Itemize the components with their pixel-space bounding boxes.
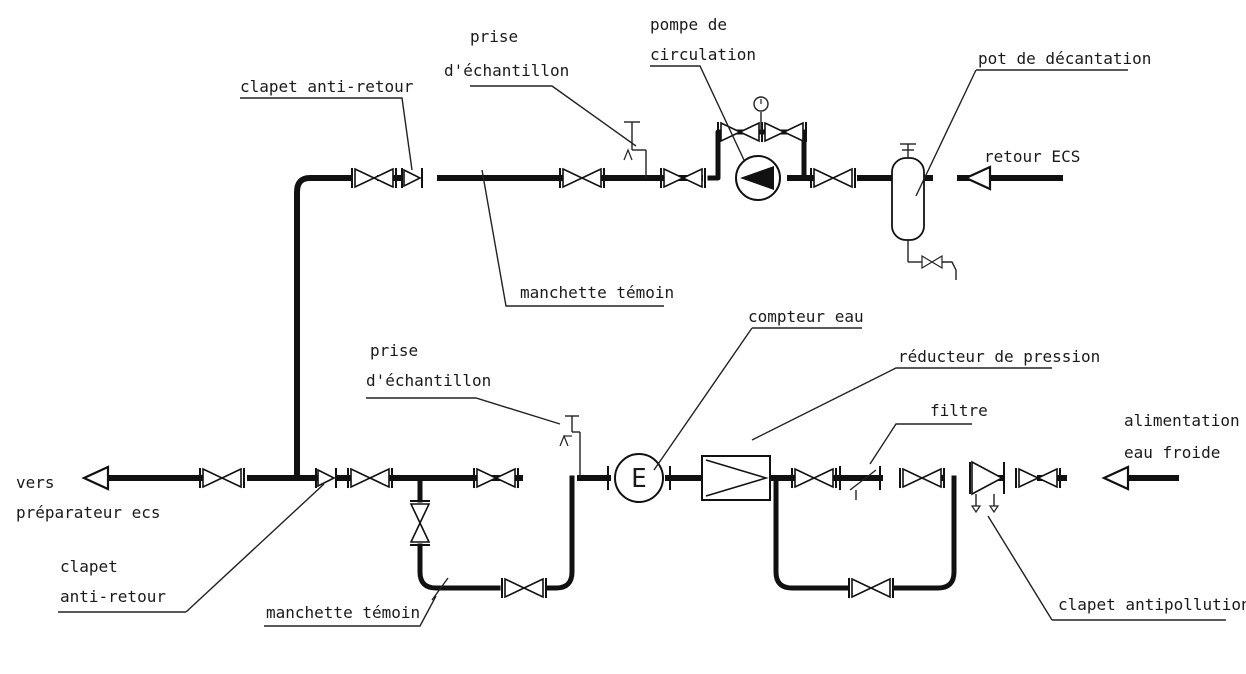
check-valve-bottom xyxy=(315,467,337,489)
filter-icon xyxy=(839,466,881,500)
retour-arrow-icon xyxy=(963,165,992,191)
valve-top-4 xyxy=(810,167,856,189)
return-circuit xyxy=(294,96,1063,481)
valve-bottom-1 xyxy=(347,467,393,489)
label-prise-bottom-2: d'échantillon xyxy=(366,371,491,390)
valve-bottom-3 xyxy=(791,467,837,489)
return-pipe-main xyxy=(294,175,1063,481)
meter-letter: E xyxy=(631,464,647,494)
label-vers-2: préparateur ecs xyxy=(16,503,161,522)
label-pompe-1: pompe de xyxy=(650,15,727,34)
label-retour: retour ECS xyxy=(984,147,1080,166)
bypass-valve-vertical xyxy=(409,500,431,546)
label-antipollution: clapet antipollution xyxy=(1058,595,1246,614)
label-prise-top-1: prise xyxy=(470,27,518,46)
label-alimentation-2: eau froide xyxy=(1124,443,1220,462)
label-filtre: filtre xyxy=(930,401,988,420)
label-manchette-top: manchette témoin xyxy=(520,283,674,302)
label-clapet-anti-retour-top: clapet anti-retour xyxy=(240,77,414,96)
sample-tap-bottom-icon xyxy=(559,415,581,478)
pump-valve-left xyxy=(717,121,763,143)
vers-arrow-icon xyxy=(81,465,110,491)
supply-circuit: E xyxy=(81,415,1179,601)
label-manchette-bottom: manchette témoin xyxy=(266,603,420,622)
label-prise-bottom-1: prise xyxy=(370,341,418,360)
pump-valve-right xyxy=(761,121,807,143)
label-clapet-bottom-2: anti-retour xyxy=(60,587,166,606)
water-meter-icon: E xyxy=(607,453,671,503)
labels: clapet anti-retour prise d'échantillon p… xyxy=(16,15,1246,622)
valve-bottom-2 xyxy=(473,467,519,489)
valve-outlet xyxy=(199,467,245,489)
settling-pot-icon xyxy=(891,143,957,280)
valve-top-3 xyxy=(660,167,706,189)
circulation-pump-group xyxy=(707,96,815,201)
antipollution-valve-icon xyxy=(969,460,1005,514)
bypass2-valve-bottom xyxy=(848,577,894,599)
sample-tap-top-icon xyxy=(623,121,647,178)
label-compteur: compteur eau xyxy=(748,307,864,326)
label-pompe-2: circulation xyxy=(650,45,756,64)
label-clapet-bottom-1: clapet xyxy=(60,557,118,576)
check-valve-top xyxy=(401,167,423,189)
pressure-reducer-icon xyxy=(701,455,771,501)
label-reducteur: réducteur de pression xyxy=(898,347,1100,366)
valve-top-2 xyxy=(559,167,605,189)
label-vers-1: vers xyxy=(16,473,55,492)
valve-bottom-4 xyxy=(899,467,945,489)
label-pot: pot de décantation xyxy=(978,49,1151,68)
leader-lines xyxy=(58,65,1226,627)
alimentation-arrow-icon xyxy=(1101,465,1130,491)
valve-bottom-5 xyxy=(1015,467,1061,489)
label-alimentation-1: alimentation xyxy=(1124,411,1240,430)
bypass-valve-bottom xyxy=(501,577,547,599)
valve-top-1 xyxy=(351,167,397,189)
label-prise-top-2: d'échantillon xyxy=(444,61,569,80)
